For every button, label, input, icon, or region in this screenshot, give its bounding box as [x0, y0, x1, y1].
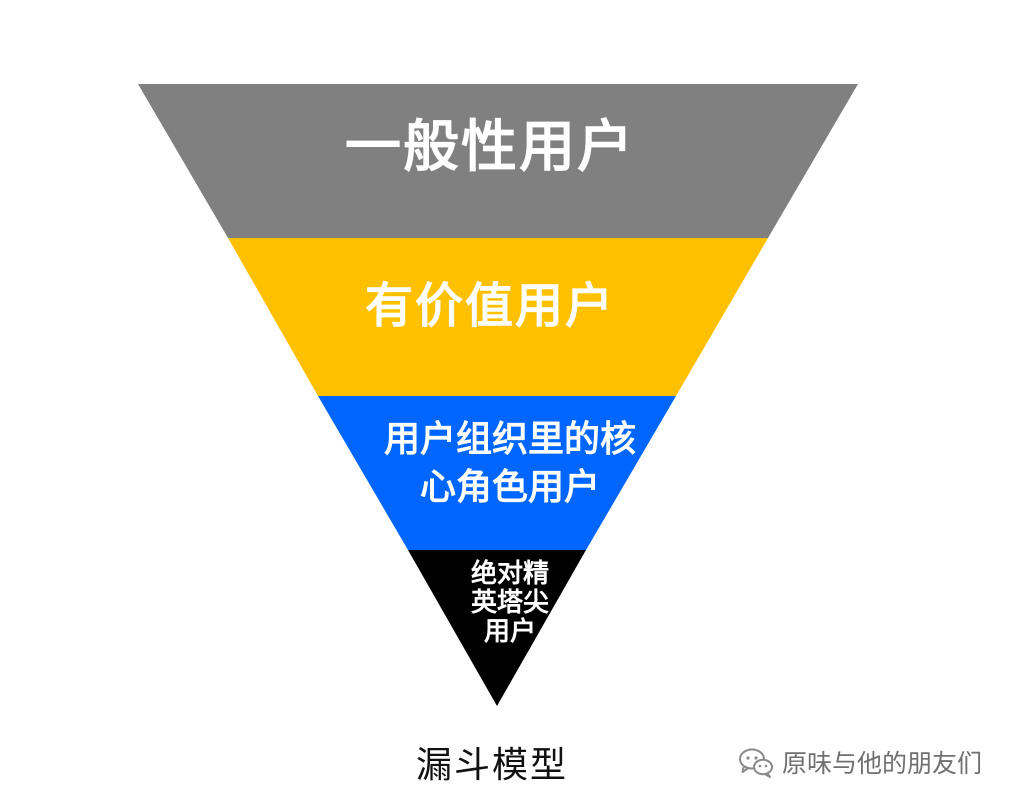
funnel-tier-general-users	[138, 84, 858, 238]
diagram-caption: 漏斗模型	[415, 745, 568, 786]
tier-label-line: 绝对精	[470, 559, 549, 589]
tier-label-line: 用户	[483, 617, 536, 647]
tier-label-elite-users: 绝对精 英塔尖 用户	[440, 560, 580, 647]
tier-label-general-users: 一般性用户	[240, 112, 740, 184]
tier-label-line: 英塔尖	[470, 588, 549, 618]
funnel-tier-core-role-users	[318, 396, 676, 550]
wechat-icon	[739, 748, 773, 778]
tier-label-line: 一般性用户	[345, 115, 635, 180]
tier-label-core-role-users: 用户组织里的核 心角色用户	[360, 416, 660, 512]
funnel-tier-valuable-users	[228, 238, 768, 396]
tier-label-line: 用户组织里的核	[383, 419, 636, 460]
watermark: 原味与他的朋友们	[738, 742, 982, 782]
tier-label-line: 心角色用户	[419, 467, 600, 508]
tier-label-valuable-users: 有价值用户	[300, 272, 680, 340]
funnel-tier-elite-users	[408, 550, 586, 706]
watermark-text: 原味与他的朋友们	[782, 749, 983, 778]
tier-label-line: 有价值用户	[364, 278, 615, 334]
